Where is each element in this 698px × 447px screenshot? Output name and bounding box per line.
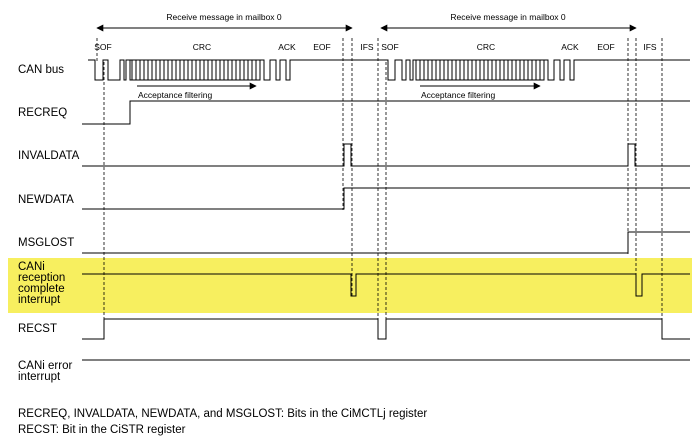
receive-label-2: Receive message in mailbox 0 [450,12,566,22]
cani-error-label: CANi error interrupt [18,360,76,383]
ifs-label-1: IFS [360,42,374,52]
cani-reception-waveform [82,273,690,297]
ack-label-1: ACK [278,42,296,52]
can-bus-bits-1 [130,59,260,80]
cani-reception-label: CANi reception complete interrupt [18,261,69,306]
footnote-1: RECREQ, INVALDATA, NEWDATA, and MSGLOST:… [18,408,427,420]
recreq-waveform [82,100,690,125]
recreq-label: RECREQ [18,107,67,119]
interrupt-highlight-band [8,258,692,313]
msglost-label: MSGLOST [18,237,74,249]
invaldata-waveform [82,143,690,167]
eof-label-2: EOF [597,42,614,52]
invaldata-label: INVALDATA [18,150,80,162]
ack-label-2: ACK [561,42,579,52]
timing-guides [96,38,663,338]
receive-label-1: Receive message in mailbox 0 [166,12,282,22]
can-bus-bits-2 [416,59,544,80]
can-bus-frame-1 [88,59,384,81]
recst-label: RECST [18,323,57,335]
eof-label-1: EOF [313,42,330,52]
can-bus-label: CAN bus [18,64,64,76]
ifs-label-2: IFS [643,42,657,52]
sof-label-1: SOF [94,42,111,52]
crc-label-1: CRC [193,42,211,52]
acceptance-label-2: Acceptance filtering [421,90,495,100]
sof-label-2: SOF [381,42,398,52]
acceptance-label-1: Acceptance filtering [138,90,212,100]
newdata-label: NEWDATA [18,194,74,206]
recst-waveform [82,318,690,340]
newdata-waveform [82,187,690,210]
can-bus-frame-2 [384,59,690,81]
msglost-waveform [82,231,690,254]
footnote-2: RECST: Bit in the CiSTR register [18,424,186,436]
crc-label-2: CRC [477,42,495,52]
